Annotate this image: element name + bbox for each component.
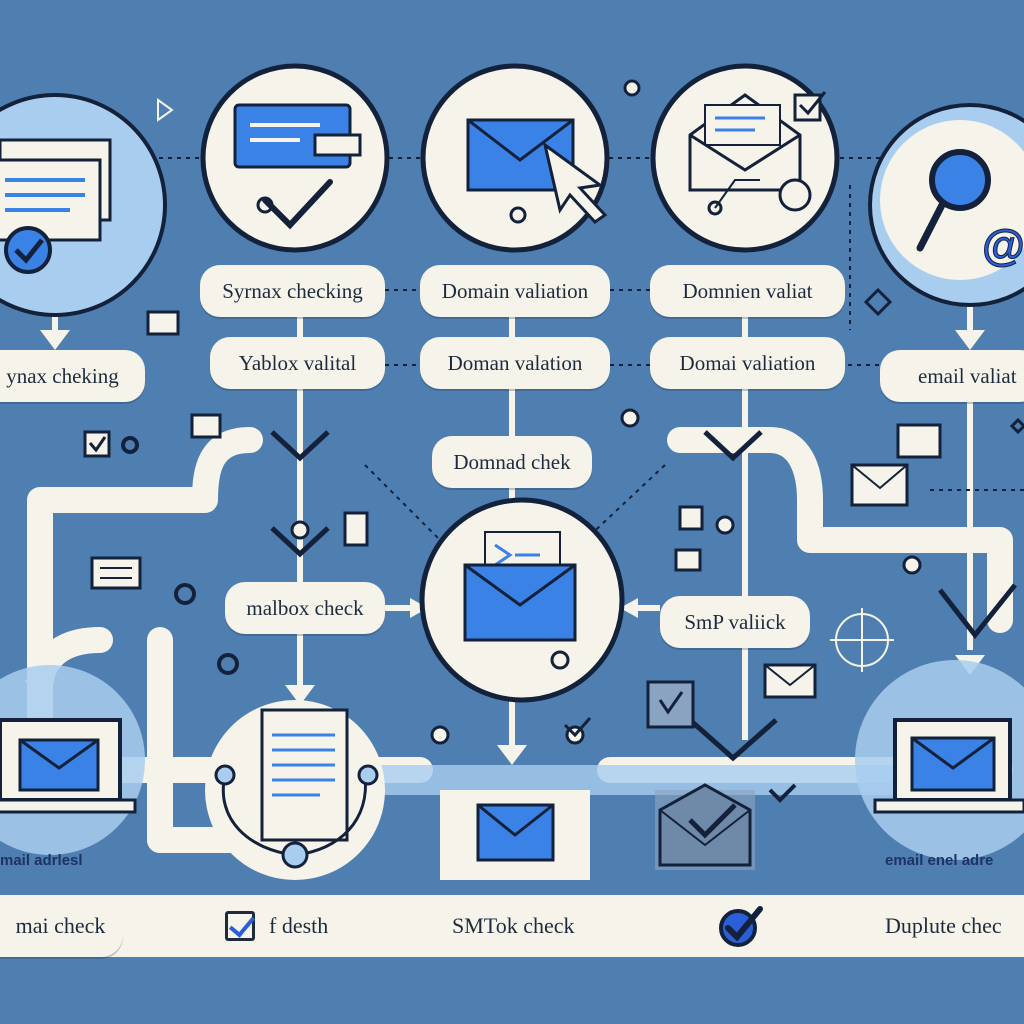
label-domain-validation-text: Domain valiation [441, 278, 589, 303]
circle-envelope-open [650, 63, 840, 253]
caption-email-address-left: mail adrlesl [0, 852, 83, 869]
label-syntax-left-text: ynax cheking [6, 363, 119, 388]
footer-duplicate-check: Duplute chec [885, 895, 1002, 957]
label-email-valiat: email valiat [880, 350, 1024, 402]
footer-mai-check: mai check [0, 895, 123, 957]
document-circle [205, 700, 385, 880]
envelope-check [655, 783, 755, 870]
dotted-links [150, 157, 1024, 541]
circle-envelope-cursor [420, 63, 610, 253]
footer-smtok-check-text: SMTok check [452, 913, 575, 938]
magnifier-at-icon: @ [916, 149, 1024, 271]
small-envelope-icon [850, 463, 909, 507]
laptop-right [855, 660, 1024, 860]
check-card-icon [646, 680, 695, 729]
document-stack-check-icon [0, 138, 112, 274]
checkbox-check-icon [225, 911, 255, 941]
square-icon [146, 310, 704, 572]
circle-magnifier: @ [868, 103, 1024, 307]
circle-syntax [0, 93, 167, 317]
label-domai-valiation: Domai valiation [650, 337, 845, 389]
card-icon [90, 556, 142, 590]
label-yablox: Yablox valital [210, 337, 385, 389]
chevrons [270, 430, 1017, 762]
laptop-envelope-right-icon [873, 718, 1024, 814]
circle-card [200, 63, 390, 253]
label-smtp-valiick: SmP valiick [660, 596, 810, 648]
diamond-icon [863, 287, 1024, 435]
footer-desth-text: f desth [269, 913, 329, 938]
envelope-open-check-icon [688, 91, 827, 216]
caption-email-address-right: email enel adre [885, 852, 994, 869]
label-domain-valiat: Domnien valiat [650, 265, 845, 317]
label-domnad-chek: Domnad chek [432, 436, 592, 488]
small-check-icon [563, 717, 797, 803]
label-mailbox-check: malbox check [225, 582, 385, 634]
footer-desth: f desth [225, 895, 328, 957]
envelope-check-icon [658, 783, 752, 867]
footer-duplicate-check-text: Duplute chec [885, 913, 1002, 938]
label-domai-valiation-text: Domai valiation [679, 350, 816, 375]
laptop-envelope-left-icon [0, 718, 137, 814]
footer-strip [0, 895, 1024, 957]
chat-bubble-icon [896, 423, 942, 459]
label-smtp-valiick-text: SmP valiick [684, 609, 786, 634]
label-syntax-left: ynax cheking [0, 350, 145, 402]
footer-check-circle [716, 895, 776, 957]
envelope-cursor-icon [466, 118, 608, 224]
gear-icon [121, 436, 239, 675]
circle-check-icon [719, 906, 763, 947]
laptop-left [0, 665, 145, 855]
crosshair-icon [830, 608, 894, 672]
label-mailbox-check-text: malbox check [246, 595, 364, 620]
label-email-valiat-text: email valiat [918, 363, 1017, 388]
label-domain-valiat-text: Domnien valiat [682, 278, 813, 303]
label-domain-valation: Doman valation [420, 337, 610, 389]
envelope-box [440, 790, 590, 880]
label-syntax-checking: Syrnax checking [200, 265, 385, 317]
footer-smtok-check: SMTok check [452, 895, 575, 957]
decor-icons [83, 79, 1024, 803]
svg-text:@: @ [982, 221, 1024, 270]
label-syntax-checking-text: Syrnax checking [222, 278, 363, 303]
document-check-icon [214, 708, 379, 869]
footer-mai-check-text: mai check [15, 913, 106, 938]
card-check-icon [233, 103, 362, 230]
small-envelope-icon [763, 663, 817, 699]
label-domain-valation-text: Doman valation [447, 350, 583, 375]
checkbox-icon [83, 430, 111, 458]
envelope-center-icon [463, 531, 577, 670]
play-icon [157, 98, 174, 122]
label-yablox-text: Yablox valital [238, 350, 357, 375]
envelope-box-icon [476, 803, 555, 862]
label-domain-validation: Domain valiation [420, 265, 610, 317]
circle-center [419, 497, 625, 703]
label-domnad-chek-text: Domnad chek [453, 449, 571, 474]
